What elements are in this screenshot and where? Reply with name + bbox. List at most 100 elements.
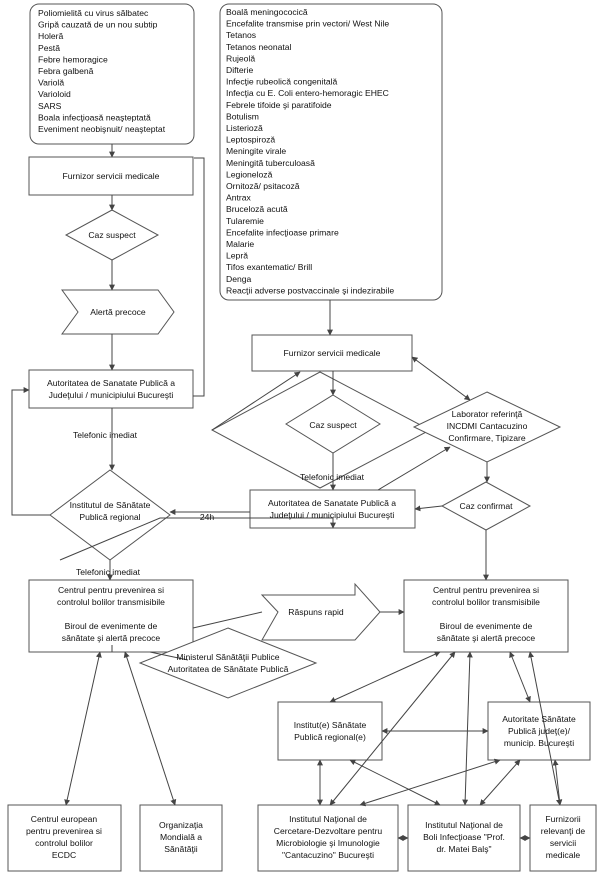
list-item: Pestă: [38, 43, 60, 53]
list-item: Malarie: [226, 239, 254, 249]
left-suspect-case-label: Caz suspect: [88, 230, 136, 240]
right-cdc-line-1: Centrul pentru prevenirea si: [433, 585, 539, 595]
list-item: Leptospiroză: [226, 135, 275, 145]
right-suspect-case-label: Caz suspect: [309, 420, 357, 430]
list-item: Botulism: [226, 111, 259, 121]
right-authority-line-2: Judeţului / municipiului Bucureşti: [270, 510, 395, 520]
list-item: Difterie: [226, 65, 253, 75]
list-item: Meningită tuberculoasă: [226, 158, 315, 168]
left-cdc-box: [28, 579, 194, 653]
incdmi-line-1: Institutul Naţional de: [289, 814, 367, 824]
incdmi-line-2: Cercetare-Dezvoltare pentru: [274, 826, 383, 836]
ecdc-line-2: pentru prevenirea si: [26, 826, 102, 836]
arrow: [211, 371, 301, 431]
inbi-line-2: Boli Infecţioase "Prof.: [423, 832, 505, 842]
ministry-line-1: Ministerul Sănătăţii Publice: [176, 652, 279, 662]
arrow: [59, 517, 336, 561]
regional-institutes-line-1: Institut(e) Sănătate: [294, 720, 367, 730]
who-line-2: Mondială a: [160, 832, 202, 842]
arrow: [462, 651, 473, 806]
arrow: [552, 759, 563, 806]
providers-line-4: medicale: [546, 850, 581, 860]
right-provider-label: Furnizor servicii medicale: [284, 348, 381, 358]
providers-line-1: Furnizorii: [545, 814, 580, 824]
who-line-3: Sănătăţii: [164, 844, 198, 854]
providers-line-3: servicii: [550, 838, 576, 848]
left-cdc-line-5: sănătate şi alertă precoce: [62, 633, 161, 643]
list-item: Boală meningococică: [226, 7, 308, 17]
list-item: Infecţia cu E. Coli entero-hemoragic EHE…: [226, 88, 389, 98]
regional-institute-line-2: Publică regional: [79, 512, 140, 522]
right-cdc-line-4: Biroul de evenimente de: [440, 621, 533, 631]
who-box: [139, 804, 223, 872]
phone-immediate-label: Telefonic imediat: [73, 430, 138, 440]
left-cdc-line-1: Centrul pentru prevenirea si: [58, 585, 164, 595]
incdmi-box: [257, 804, 399, 872]
ministry-diamond: [138, 627, 318, 699]
arrow: [329, 651, 441, 703]
list-item: Infecţie rubeolică congenitală: [226, 77, 338, 87]
ecdc-line-3: controlul bolilor: [35, 838, 93, 848]
providers-line-2: relevanţi de: [541, 826, 586, 836]
list-item: Febre hemoragice: [38, 54, 108, 64]
list-item: Ornitoză/ psitacoză: [226, 181, 300, 191]
arrow: [414, 505, 443, 512]
right-cdc-box: [403, 579, 569, 653]
arrow: [64, 651, 102, 806]
ministry-line-2: Autoritatea de Sănătate Publică: [168, 664, 289, 674]
list-item: Denga: [226, 274, 252, 284]
left-authority-line-1: Autoritatea de Sanatate Publică a: [47, 378, 175, 388]
arrow: [349, 759, 441, 806]
ecdc-box: [7, 804, 122, 872]
connector: [192, 611, 263, 629]
list-item: Tetanos neonatal: [226, 42, 292, 52]
list-item: Antrax: [226, 193, 252, 203]
right-cdc-line-2: controlul bolilor transmisibile: [432, 597, 540, 607]
right-provider-box: [251, 334, 413, 372]
arrow: [509, 651, 531, 703]
regional-institutes-box: [277, 701, 383, 761]
county-authorities-line-1: Autoritate Sănătate: [502, 714, 576, 724]
arrow: [479, 759, 521, 806]
reference-lab-line-3: Confirmare, Tipizare: [448, 433, 526, 443]
list-item: SARS: [38, 101, 62, 111]
list-item: Encefalite transmise prin vectori/ West …: [226, 19, 389, 29]
24h-label: 24h: [200, 512, 215, 522]
right-phone-immediate-label: Telefonic imediat: [300, 472, 365, 482]
county-authorities-line-3: municip. Bucureşti: [504, 738, 574, 748]
regional-institutes-line-2: Publică regional(e): [294, 732, 366, 742]
left-authority-box: [28, 369, 194, 409]
left-authority-line-2: Judeţului / municipiului Bucureşti: [49, 390, 174, 400]
inbi-line-3: dr. Matei Balş": [436, 844, 491, 854]
ecdc-line-1: Centrul european: [31, 814, 98, 824]
left-cdc-line-2: controlul bolilor transmisibile: [57, 597, 165, 607]
right-cdc-line-5: sănătate şi alertă precoce: [437, 633, 536, 643]
phone-immediate-label-2: Telefonic imediat: [76, 567, 141, 577]
list-item: Holeră: [38, 31, 64, 41]
list-item: Eveniment neobişnuit/ neaşteptat: [38, 124, 166, 134]
left-provider-label: Furnizor servicii medicale: [63, 171, 160, 181]
list-item: Varioloid: [38, 89, 71, 99]
list-item: Febra galbenă: [38, 66, 94, 76]
arrow: [123, 651, 177, 806]
list-item: Gripă cauzată de un nou subtip: [38, 20, 158, 30]
early-alert-shape: [61, 289, 175, 335]
right-disease-list-box: [219, 3, 443, 301]
right-cdc-text: Centrul pentru prevenirea si controlul b…: [432, 585, 540, 643]
list-item: Bruceloză acută: [226, 204, 288, 214]
list-item: Febrele tifoide şi paratifoide: [226, 100, 332, 110]
rapid-response-shape: [260, 582, 381, 641]
arrow: [411, 356, 471, 401]
early-alert-label: Alertă precoce: [90, 307, 146, 317]
list-item: Rujeolă: [226, 53, 255, 63]
inbi-box: [407, 804, 521, 872]
list-item: Meningite virale: [226, 146, 286, 156]
reference-lab-line-2: INCDMI Cantacuzino: [447, 421, 528, 431]
list-item: Variolă: [38, 78, 64, 88]
rapid-response-label: Răspuns rapid: [288, 607, 344, 617]
list-item: Tifos exantematic/ Brill: [226, 262, 312, 272]
incdmi-line-4: "Cantacuzino" Bucureşti: [282, 850, 374, 860]
list-item: Reacţii adverse postvaccinale şi indezir…: [226, 285, 394, 295]
